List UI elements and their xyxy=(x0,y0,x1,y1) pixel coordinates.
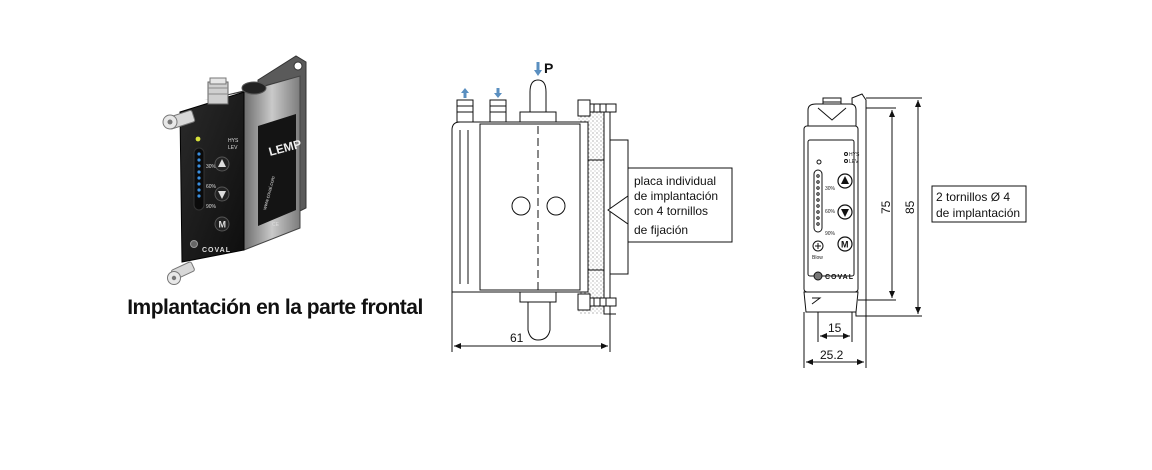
front-lev-label: LEV xyxy=(849,159,859,165)
mounting-hole-left xyxy=(511,196,531,216)
screw-icon xyxy=(167,261,195,285)
front-top-cap xyxy=(807,103,857,127)
fitting-icon xyxy=(489,99,507,123)
scale-60: 60% xyxy=(206,184,217,190)
m-button-icon: M xyxy=(214,216,230,232)
logo-dot xyxy=(190,240,198,248)
m-button-icon: M xyxy=(837,236,853,252)
side-view-drawing xyxy=(451,79,733,352)
triangle-down-button-icon xyxy=(837,204,853,220)
arrow-down-icon xyxy=(534,62,542,76)
dim-15: 15 xyxy=(828,321,842,335)
arrow-up-icon xyxy=(461,88,469,98)
plate-note-line-2: de implantación xyxy=(634,189,718,203)
led-dots xyxy=(197,152,201,198)
bottom-port xyxy=(527,301,551,341)
plate-note-line-4: de fijación xyxy=(634,223,688,237)
dim-25-2: 25.2 xyxy=(820,348,844,362)
coval-logo: COVAL xyxy=(202,247,231,254)
fitting-icon xyxy=(456,99,474,123)
screws-note-line-1: 2 tornillos Ø 4 xyxy=(936,190,1010,204)
front-m-button-label: M xyxy=(841,240,849,250)
triangle-up-button-icon xyxy=(214,156,230,172)
hys-led xyxy=(844,152,848,156)
plate-note-line-3: con 4 tornillos xyxy=(634,204,708,218)
m-button-label: M xyxy=(219,220,227,230)
front-scale-60: 60% xyxy=(825,209,836,215)
mounting-hole-right xyxy=(546,196,566,216)
screws-note-box xyxy=(931,185,1027,223)
front-status-led xyxy=(816,159,822,165)
pressure-port xyxy=(529,79,547,113)
front-scale-30: 30% xyxy=(825,186,836,192)
device-photo: LEMP www.coval.com CE xyxy=(162,55,307,285)
top-chevron xyxy=(817,107,847,121)
dim-61: 61 xyxy=(510,331,524,345)
front-coval-logo: COVAL xyxy=(825,274,854,281)
blow-label: Blow xyxy=(812,255,823,261)
front-led-dots xyxy=(816,174,820,226)
scale-90: 90% xyxy=(206,204,217,210)
screw-icon xyxy=(577,99,617,117)
status-led xyxy=(195,136,201,142)
side-label xyxy=(258,114,296,226)
front-bottom-cap xyxy=(803,291,859,313)
photo-caption: Implantación en la parte frontal xyxy=(127,296,423,319)
fitting-icon xyxy=(207,77,229,105)
arrow-down-icon xyxy=(494,88,502,98)
hys-label: HYS xyxy=(228,138,239,144)
mounting-plate xyxy=(603,111,611,315)
scale-30: 30% xyxy=(206,164,217,170)
lev-led xyxy=(844,159,848,163)
screws-note-line-2: de implantación xyxy=(936,206,1020,220)
lev-label: LEV xyxy=(228,145,238,151)
screw-icon xyxy=(577,293,617,311)
front-hys-label: HYS xyxy=(849,152,860,158)
triangle-down-button-icon xyxy=(214,186,230,202)
blow-icon xyxy=(812,240,824,252)
dim-85: 85 xyxy=(903,200,917,214)
triangle-up-button-icon xyxy=(837,173,853,189)
screw-icon xyxy=(162,109,196,130)
bottom-port-base xyxy=(519,291,557,303)
plate-note-box xyxy=(627,167,733,243)
pressure-label: P xyxy=(544,60,553,76)
plate-note-line-1: placa individual xyxy=(634,174,716,188)
bracket-hole xyxy=(293,61,303,71)
front-logo-dot xyxy=(813,271,823,281)
bottom-clip xyxy=(811,297,822,305)
dim-75: 75 xyxy=(879,200,893,214)
ce-mark: CE xyxy=(272,222,280,228)
front-scale-90: 90% xyxy=(825,231,836,237)
fitting-port xyxy=(241,81,267,95)
pressure-port-base xyxy=(519,111,557,123)
